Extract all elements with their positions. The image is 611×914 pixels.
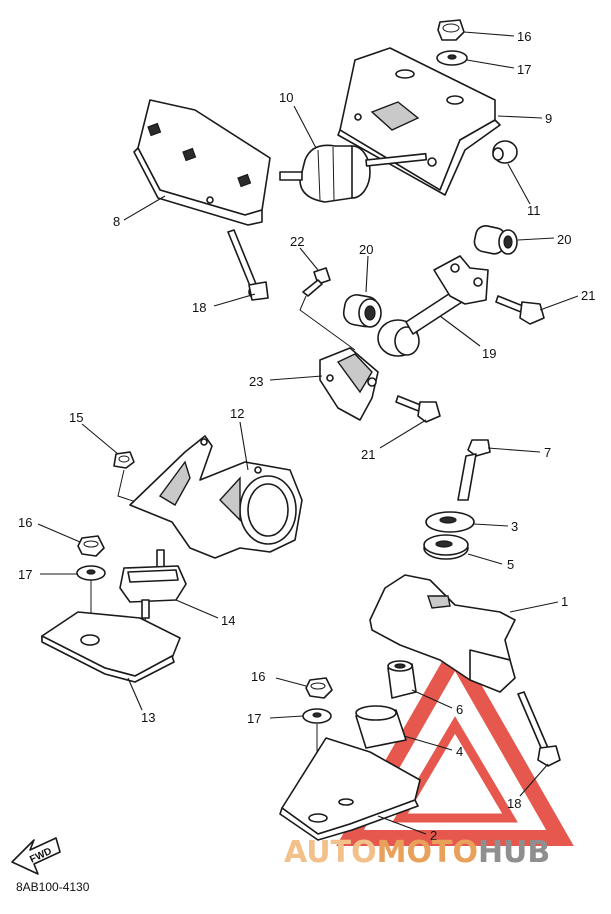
part-5-rubber [423, 534, 469, 560]
watermark-triangle [336, 638, 574, 846]
part-16-nut-left [77, 535, 105, 557]
part-17-washer-top [436, 50, 468, 66]
part-16-nut-lower [305, 677, 333, 699]
part-2-bracket [279, 737, 421, 841]
callout-12: 12 [230, 406, 244, 421]
part-20-bush-right [473, 225, 518, 255]
callout-17: 17 [247, 711, 261, 726]
part-11-bush [492, 140, 518, 164]
watermark-logo: AUTOMOTOHUB [284, 835, 550, 870]
part-18-bolt-lower [517, 691, 561, 767]
callout-21: 21 [361, 447, 375, 462]
part-13-bracket [41, 611, 181, 683]
part-17-washer-lower [302, 708, 332, 724]
part-16-nut-top [437, 19, 465, 41]
callout-1: 1 [561, 594, 568, 609]
part-14-rubber-mount [119, 549, 187, 619]
part-21-bolt-middle [395, 395, 441, 423]
callout-21: 21 [581, 288, 595, 303]
callout-8: 8 [113, 214, 120, 229]
callout-14: 14 [221, 613, 235, 628]
part-20-bush-left [342, 294, 382, 328]
part-19-link-rod [377, 255, 489, 357]
callout-23: 23 [249, 374, 263, 389]
callout-17: 17 [18, 567, 32, 582]
part-21-bolt-upper [495, 295, 545, 325]
callout-15: 15 [69, 410, 83, 425]
callout-20: 20 [557, 232, 571, 247]
watermark-text: AUTOMOTOHUB [284, 835, 550, 870]
part-15-nut [113, 451, 135, 469]
part-1-bracket [369, 574, 516, 693]
callout-6: 6 [456, 702, 463, 717]
callout-18: 18 [192, 300, 206, 315]
part-4-rubber [355, 705, 407, 749]
part-23-bracket [319, 347, 379, 421]
part-18-bolt-upper [227, 229, 269, 301]
callout-10: 10 [279, 90, 293, 105]
callout-19: 19 [482, 346, 496, 361]
part-10-engine-mount [279, 144, 428, 203]
leader-lines [37, 31, 579, 835]
callout-16: 16 [18, 515, 32, 530]
part-8-bracket [133, 99, 271, 226]
callout-20: 20 [359, 242, 373, 257]
part-7-bolt [457, 439, 491, 501]
part-22-bolt [302, 267, 331, 297]
callout-3: 3 [511, 519, 518, 534]
diagram-code: 8AB100-4130 [16, 880, 90, 894]
callout-22: 22 [290, 234, 304, 249]
callout-13: 13 [141, 710, 155, 725]
callout-labels: 16 17 9 11 10 8 18 22 20 20 21 19 23 21 … [18, 29, 595, 843]
callout-5: 5 [507, 557, 514, 572]
callout-17: 17 [517, 62, 531, 77]
callout-9: 9 [545, 111, 552, 126]
callout-11: 11 [527, 203, 541, 218]
part-6-collar [387, 660, 417, 699]
part-17-washer-left [76, 565, 106, 581]
callout-4: 4 [456, 744, 463, 759]
callout-2: 2 [430, 828, 437, 843]
callout-16: 16 [517, 29, 531, 44]
fwd-arrow: FWD [11, 837, 61, 875]
part-3-washer [425, 511, 475, 533]
callout-16: 16 [251, 669, 265, 684]
callout-18: 18 [507, 796, 521, 811]
part-12-bracket [129, 435, 303, 559]
callout-7: 7 [544, 445, 551, 460]
part-9-bracket [337, 47, 501, 196]
